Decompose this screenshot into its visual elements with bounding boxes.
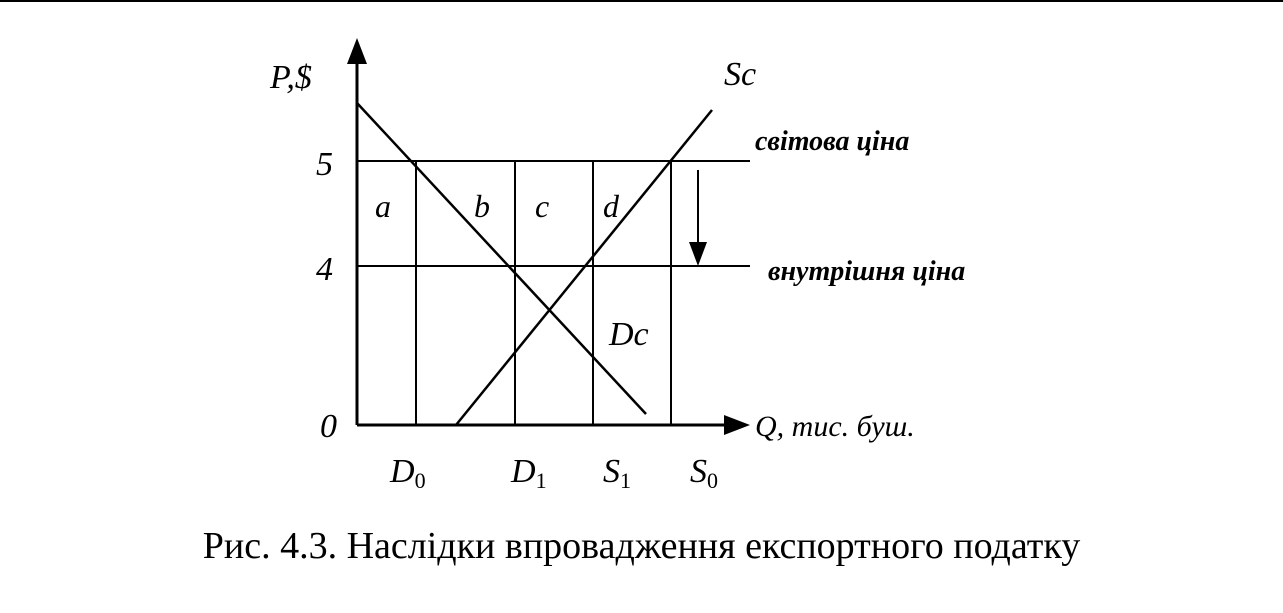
quantity-label-s0: S0	[690, 453, 718, 493]
y-axis-arrow	[347, 38, 367, 64]
figure-caption: Рис. 4.3. Наслідки впровадження експортн…	[202, 525, 1081, 567]
supply-curve	[455, 109, 713, 426]
demand-label: Dc	[608, 316, 649, 353]
price-label-4: 4	[316, 251, 333, 288]
area-label-a: a	[375, 188, 391, 224]
origin-label: 0	[320, 408, 337, 445]
x-axis-arrow	[724, 415, 750, 435]
y-axis-label: P,$	[269, 59, 312, 96]
price-drop-arrowhead	[689, 242, 707, 266]
quantity-label-s1: S1	[603, 453, 631, 493]
world-price-label: світова ціна	[755, 126, 909, 157]
price-label-5: 5	[316, 146, 333, 183]
area-label-c: c	[535, 188, 549, 224]
quantity-label-d0: D0	[389, 453, 426, 493]
area-label-b: b	[474, 188, 490, 224]
quantity-label-d1: D1	[510, 453, 547, 493]
x-axis-label: Q, тис. буш.	[755, 410, 915, 443]
supply-label: Sc	[724, 56, 756, 93]
domestic-price-label: внутрішня ціна	[768, 256, 965, 287]
area-label-d: d	[603, 188, 620, 224]
demand-curve	[356, 102, 647, 415]
